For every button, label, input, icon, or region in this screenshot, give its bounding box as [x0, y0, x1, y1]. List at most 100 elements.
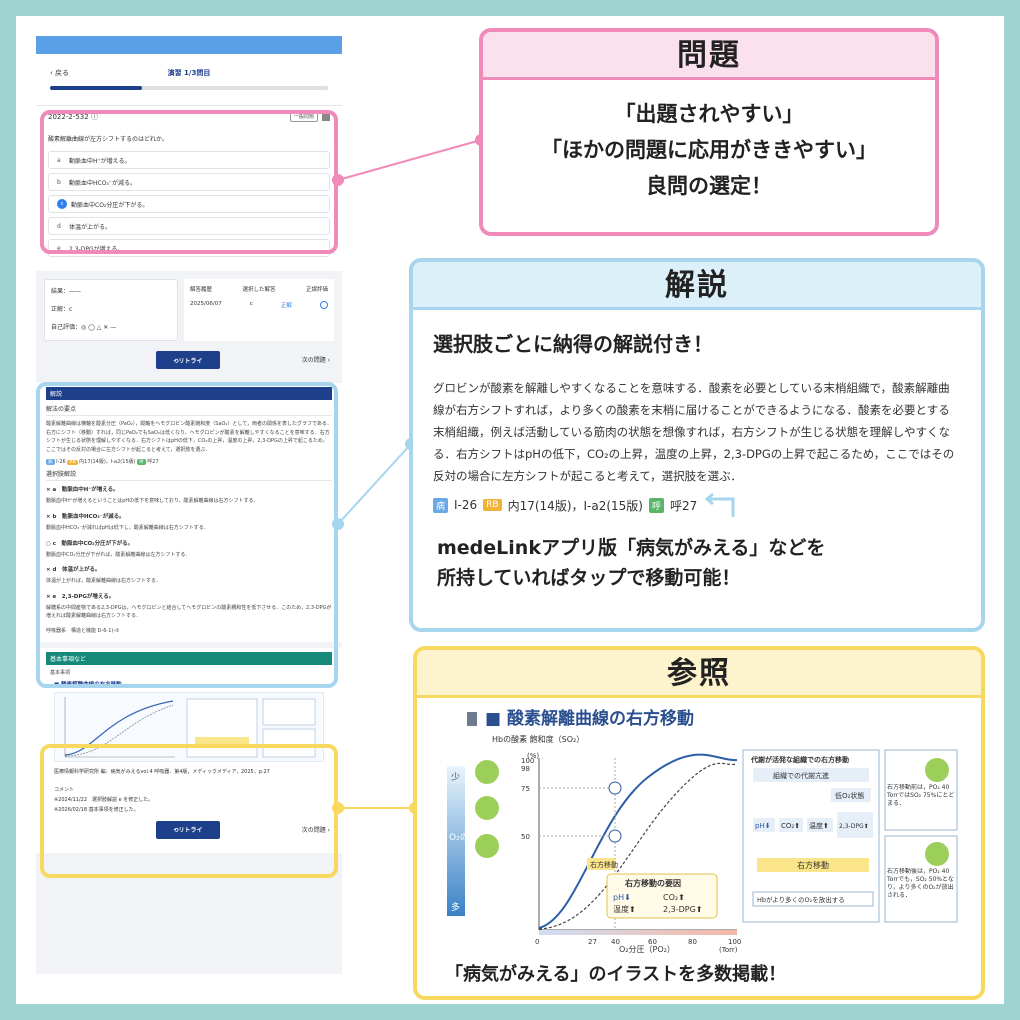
x-tick-label: 0 [535, 938, 539, 946]
explanation-refs: 病 I-26 RB 内17(14版)，I-a2(15版) 呼 呼27 [413, 487, 981, 523]
release-gradient-bar [447, 766, 465, 916]
option-d[interactable]: d 体温が上がる。 [48, 217, 330, 235]
history-row: 2025/06/07 c 正解 [190, 301, 328, 309]
flow-temp: 温度⬆ [809, 821, 829, 830]
hb-illustration-1 [475, 760, 499, 784]
option-c[interactable]: c 動脈血中CO₂分圧が下がる。 [48, 195, 330, 213]
choice-head: × b 動脈血中HCO₃⁻が減る。 [46, 513, 125, 520]
flow-top: 組織での代謝亢進 [773, 771, 829, 780]
flow-result: 右方移動 [797, 860, 829, 870]
y-tick-label: 75 [521, 785, 530, 793]
factor-temp: 温度⬆ [613, 904, 636, 914]
left-label-few: 少 [451, 772, 460, 783]
problem-highlight [40, 110, 338, 254]
result-box: 結果：—— 正解：c 自己評価：◎ ◯ △ ✕ — [44, 279, 178, 341]
ref-link[interactable]: I-26 [454, 498, 478, 512]
option-text: 体温が上がる。 [69, 223, 112, 231]
reference-caption: 「病気がみえる」のイラストを多数掲載！ [445, 964, 787, 985]
reference-links: 病 I-26 RB 内17(14版)，I-a2(15版) 呼 呼27 [46, 458, 332, 466]
explanation-header: 解説 [46, 387, 332, 400]
retry-button[interactable]: ⟲リトライ [156, 351, 220, 369]
medelink-icon: 病 [46, 459, 55, 466]
choice-explanation-header: 選択肢解説 [46, 469, 332, 482]
y-tick-label: 100 [521, 757, 534, 765]
explanation-highlight [36, 382, 338, 688]
x-tick-label: 100 [728, 938, 741, 946]
comment-item: ※2024/11/22 選択肢解説 e を修正した。 [54, 796, 154, 803]
ref-link[interactable]: 呼27 [670, 498, 698, 513]
answer-history: 解答履歴 選択した解答 正誤評価 2025/06/07 c 正解 [184, 279, 334, 341]
x-unit: (Torr) [719, 946, 738, 954]
factor-ph: pH⬇ [613, 893, 631, 902]
problem-card-body: 「出題されやすい」 「ほかの問題に応用がききやすい」 良問の選定！ [483, 80, 935, 204]
y-axis-label: Hbの酸素 飽和度（SO₂） [492, 734, 584, 744]
note-line: medeLinkアプリ版「病気がみえる」などを [437, 537, 826, 559]
option-letter: b [57, 178, 61, 186]
bookmark-icon[interactable] [322, 111, 330, 121]
self-eval[interactable]: 自己評価：◎ ◯ △ ✕ — [51, 324, 117, 331]
solution-point-header: 解法の要点 [46, 404, 332, 416]
problem-card: 問題 「出題されやすい」 「ほかの問題に応用がききやすい」 良問の選定！ [479, 28, 939, 236]
problem-line: 「ほかの問題に応用がききやすい」 [541, 138, 877, 162]
history-answer: c [249, 301, 253, 307]
option-letter: c [57, 199, 67, 209]
ref-link[interactable]: 内17(14版)，I-a2(15版) [507, 498, 643, 513]
note1-text: 右方移動前は，PO₂ 40 TorrではSO₂ 75%にとどまる． [887, 784, 955, 807]
option-text: 2,3-DPGが増える。 [69, 245, 124, 253]
circle-icon [319, 301, 328, 309]
result-label: 結果：—— [51, 288, 82, 295]
choice-head: ○ c 動脈血中CO₂分圧が下がる。 [46, 540, 134, 547]
progress-fill [50, 86, 142, 90]
quiz-header: ‹ 戻る 演習 1/3問目 [36, 54, 342, 106]
back-button[interactable]: ‹ 戻る [50, 69, 70, 77]
history-header: 解答履歴 選択した解答 正誤評価 [190, 285, 328, 293]
option-letter: d [57, 222, 61, 230]
ref-link[interactable]: 呼27 [147, 459, 159, 466]
history-col-answer: 選択した解答 [242, 287, 276, 293]
next-question-link[interactable]: 次の問題 › [301, 826, 330, 834]
choice-body: 動脈血中HCO₃⁻が減ればpHは低下し，酸素解離曲線は右方シフトする． [46, 524, 209, 531]
comment-label: コメント [54, 786, 75, 793]
factor-dpg: 2,3-DPG⬆ [663, 905, 703, 914]
x-tick-label: 40 [611, 938, 620, 946]
rb-icon: RB [483, 499, 502, 511]
option-text: 動脈血中CO₂分圧が下がる。 [71, 201, 149, 209]
figure-citation: 医療情報科学研究所 編：病気がみえるvol.4 呼吸器．第4版，メディックメディ… [54, 768, 270, 775]
explanation-note: medeLinkアプリ版「病気がみえる」などを 所持していればタップで移動可能！ [413, 523, 981, 593]
factor-box [606, 873, 718, 919]
oxygen-dissociation-figure: ■ 酸素解離曲線の右方移動 少 O₂の放出 多 Hbの酸素 飽和度（SO₂） (… [447, 708, 958, 954]
choice-body: 体温が上がれば，酸素解離曲線は右方シフトする． [46, 578, 162, 585]
marker-2 [608, 829, 622, 843]
explanation-lead: 選択肢ごとに納得の解説付き！ [433, 332, 713, 356]
explanation-card-title: 解説 [413, 262, 981, 310]
flow-top-box [753, 768, 869, 782]
factor-title: 右方移動の要因 [624, 878, 681, 888]
hb-illustration-3 [475, 834, 499, 858]
choice-head: × e 2,3-DPGが増える。 [46, 593, 115, 600]
comment-section: コメント ※2024/11/22 選択肢解説 e を修正した。 ※2026/02… [36, 781, 342, 819]
rb-icon: RB [67, 460, 78, 466]
flow-low-o2: 低O₂状態 [835, 791, 864, 800]
ref-link[interactable]: I-26 [56, 459, 66, 466]
breath-book-icon: 呼 [649, 497, 665, 513]
choice-body: 動脈血中H⁺が増えるということはpHの低下を意味しており，酸素解離曲線は右方シフ… [46, 498, 259, 505]
curve-before [538, 753, 738, 929]
result-row: 結果：—— 正解：c 自己評価：◎ ◯ △ ✕ — 解答履歴 選択した解答 正誤… [36, 271, 342, 349]
retry-button[interactable]: ⟲リトライ [156, 820, 220, 839]
comment-item: ※2026/02/18 基本事項を修正した。 [54, 806, 139, 813]
choice-head: × d 体温が上がる。 [46, 567, 101, 574]
option-letter: e [57, 244, 61, 252]
ref-link[interactable]: 内17(14版)，I-a2(15版) [79, 459, 136, 466]
history-correct: 正解 [280, 303, 292, 309]
explanation-excerpt: グロビンが酸素を解離しやすくなることを意味する．酸素を必要としている末梢組織で，… [433, 381, 955, 483]
note-line: 所持していればタップで移動可能！ [437, 567, 741, 589]
basic-header: 基本事項など [46, 651, 332, 665]
next-question-link[interactable]: 次の問題 › [301, 357, 330, 364]
retry-row: ⟲リトライ 次の問題 › [36, 349, 342, 377]
breath-book-icon: 呼 [137, 459, 146, 466]
arrow-icon [704, 492, 735, 517]
